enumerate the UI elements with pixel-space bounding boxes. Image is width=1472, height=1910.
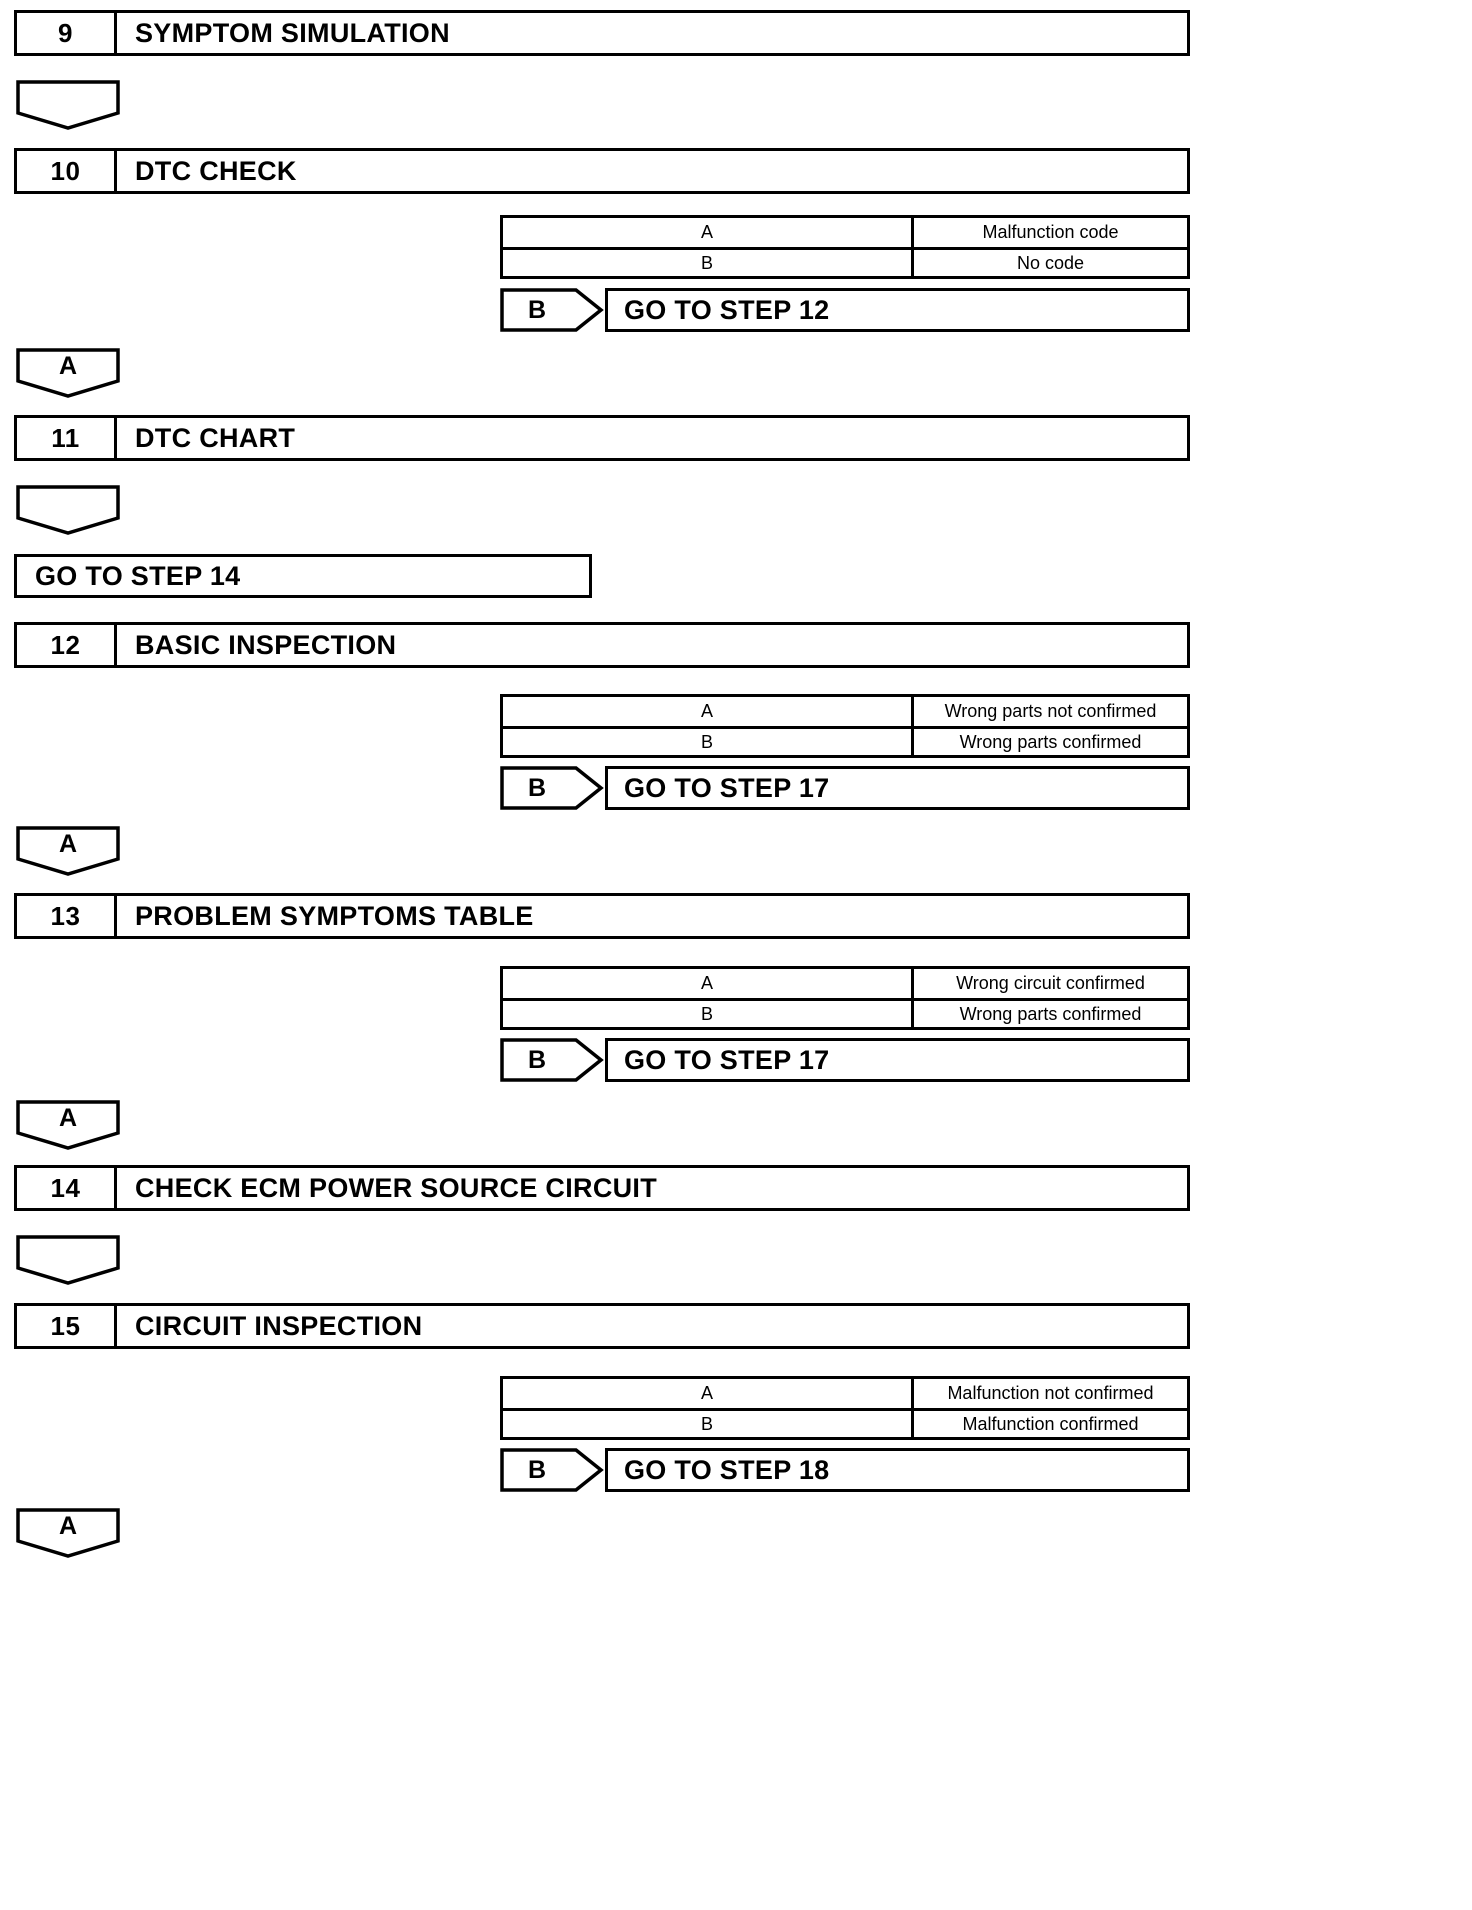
step-node-12[interactable]: 12 BASIC INSPECTION bbox=[14, 622, 1190, 668]
step-node-10[interactable]: 10 DTC CHECK bbox=[14, 148, 1190, 194]
step-node-9[interactable]: 9 SYMPTOM SIMULATION bbox=[14, 10, 1190, 56]
result-table: A Malfunction code B No code bbox=[500, 215, 1190, 279]
branch-target-label[interactable]: GO TO STEP 17 bbox=[605, 766, 1190, 810]
result-value: Wrong parts not confirmed bbox=[944, 701, 1157, 721]
branch-target-label[interactable]: GO TO STEP 18 bbox=[605, 1448, 1190, 1492]
table-row: A Wrong parts not confirmed bbox=[503, 697, 1187, 726]
branch-tag: B bbox=[500, 1448, 605, 1492]
flow-connector-down bbox=[16, 80, 120, 130]
result-key: B bbox=[503, 1001, 914, 1027]
result-value: Wrong parts confirmed bbox=[959, 731, 1142, 752]
step-number: 13 bbox=[17, 896, 117, 936]
flow-connector-down bbox=[16, 485, 120, 535]
branch-tag: B bbox=[500, 1038, 605, 1082]
step-title: CIRCUIT INSPECTION bbox=[135, 1310, 423, 1341]
result-key: A bbox=[503, 1379, 914, 1408]
flow-connector-down bbox=[16, 1235, 120, 1285]
result-key: B bbox=[503, 729, 914, 755]
result-table: A Wrong parts not confirmed B Wrong part… bbox=[500, 694, 1190, 758]
branch-tag: B bbox=[500, 288, 605, 332]
flow-connector-down: A bbox=[16, 1100, 120, 1150]
result-key: A bbox=[503, 218, 914, 247]
step-node-15[interactable]: 15 CIRCUIT INSPECTION bbox=[14, 1303, 1190, 1349]
result-value: No code bbox=[1016, 252, 1085, 273]
branch-arrow-icon bbox=[500, 1038, 604, 1082]
branch-tag-label: B bbox=[527, 1045, 547, 1074]
connector-label: A bbox=[58, 829, 78, 858]
connector-label: A bbox=[58, 1103, 78, 1132]
step-title: DTC CHECK bbox=[135, 155, 297, 186]
step-title: BASIC INSPECTION bbox=[135, 629, 397, 660]
step-node-14[interactable]: 14 CHECK ECM POWER SOURCE CIRCUIT bbox=[14, 1165, 1190, 1211]
branch-arrow-icon bbox=[500, 766, 604, 810]
branch-tag: B bbox=[500, 766, 605, 810]
result-table: A Malfunction not confirmed B Malfunctio… bbox=[500, 1376, 1190, 1440]
goto-step-bar[interactable]: GO TO STEP 14 bbox=[14, 554, 592, 598]
branch-row[interactable]: B GO TO STEP 12 bbox=[500, 288, 1190, 332]
result-value: Malfunction not confirmed bbox=[947, 1383, 1154, 1403]
flow-connector-down: A bbox=[16, 348, 120, 398]
result-key: B bbox=[503, 250, 914, 276]
connector-pentagon-icon bbox=[16, 1508, 120, 1558]
step-number: 14 bbox=[17, 1168, 117, 1208]
result-value: Malfunction code bbox=[982, 222, 1119, 242]
result-value: Wrong parts confirmed bbox=[959, 1003, 1142, 1024]
table-row: A Malfunction not confirmed bbox=[503, 1379, 1187, 1408]
branch-row[interactable]: B GO TO STEP 18 bbox=[500, 1448, 1190, 1492]
connector-pentagon-icon bbox=[16, 485, 120, 535]
connector-label bbox=[16, 80, 120, 116]
branch-arrow-icon bbox=[500, 1448, 604, 1492]
branch-target-label[interactable]: GO TO STEP 17 bbox=[605, 1038, 1190, 1082]
connector-pentagon-icon bbox=[16, 1235, 120, 1285]
branch-row[interactable]: B GO TO STEP 17 bbox=[500, 1038, 1190, 1082]
result-key: A bbox=[503, 697, 914, 726]
result-key: A bbox=[503, 969, 914, 998]
branch-tag-label: B bbox=[527, 295, 547, 324]
result-value: Wrong circuit confirmed bbox=[956, 973, 1145, 993]
step-number: 9 bbox=[17, 13, 117, 53]
table-row: B No code bbox=[503, 247, 1187, 276]
connector-label bbox=[16, 1235, 120, 1271]
flow-connector-down: A bbox=[16, 1508, 120, 1558]
result-key: B bbox=[503, 1411, 914, 1437]
table-row: B Malfunction confirmed bbox=[503, 1408, 1187, 1437]
result-table: A Wrong circuit confirmed B Wrong parts … bbox=[500, 966, 1190, 1030]
step-number: 11 bbox=[17, 418, 117, 458]
table-row: B Wrong parts confirmed bbox=[503, 726, 1187, 755]
step-number: 12 bbox=[17, 625, 117, 665]
step-title: DTC CHART bbox=[135, 422, 296, 453]
connector-pentagon-icon bbox=[16, 80, 120, 130]
connector-pentagon-icon bbox=[16, 826, 120, 876]
branch-target-label[interactable]: GO TO STEP 12 bbox=[605, 288, 1190, 332]
step-node-11[interactable]: 11 DTC CHART bbox=[14, 415, 1190, 461]
step-node-13[interactable]: 13 PROBLEM SYMPTOMS TABLE bbox=[14, 893, 1190, 939]
step-number: 10 bbox=[17, 151, 117, 191]
connector-label: A bbox=[58, 1511, 78, 1540]
connector-pentagon-icon bbox=[16, 1100, 120, 1150]
connector-label bbox=[16, 485, 120, 521]
branch-row[interactable]: B GO TO STEP 17 bbox=[500, 766, 1190, 810]
step-title: CHECK ECM POWER SOURCE CIRCUIT bbox=[135, 1172, 658, 1203]
step-number: 15 bbox=[17, 1306, 117, 1346]
connector-label: A bbox=[58, 351, 78, 380]
branch-tag-label: B bbox=[527, 1455, 547, 1484]
result-value: Malfunction confirmed bbox=[962, 1413, 1139, 1434]
table-row: B Wrong parts confirmed bbox=[503, 998, 1187, 1027]
table-row: A Malfunction code bbox=[503, 218, 1187, 247]
connector-pentagon-icon bbox=[16, 348, 120, 398]
step-title: SYMPTOM SIMULATION bbox=[135, 17, 450, 48]
branch-tag-label: B bbox=[527, 773, 547, 802]
table-row: A Wrong circuit confirmed bbox=[503, 969, 1187, 998]
branch-arrow-icon bbox=[500, 288, 604, 332]
flow-connector-down: A bbox=[16, 826, 120, 876]
step-title: PROBLEM SYMPTOMS TABLE bbox=[135, 900, 534, 931]
